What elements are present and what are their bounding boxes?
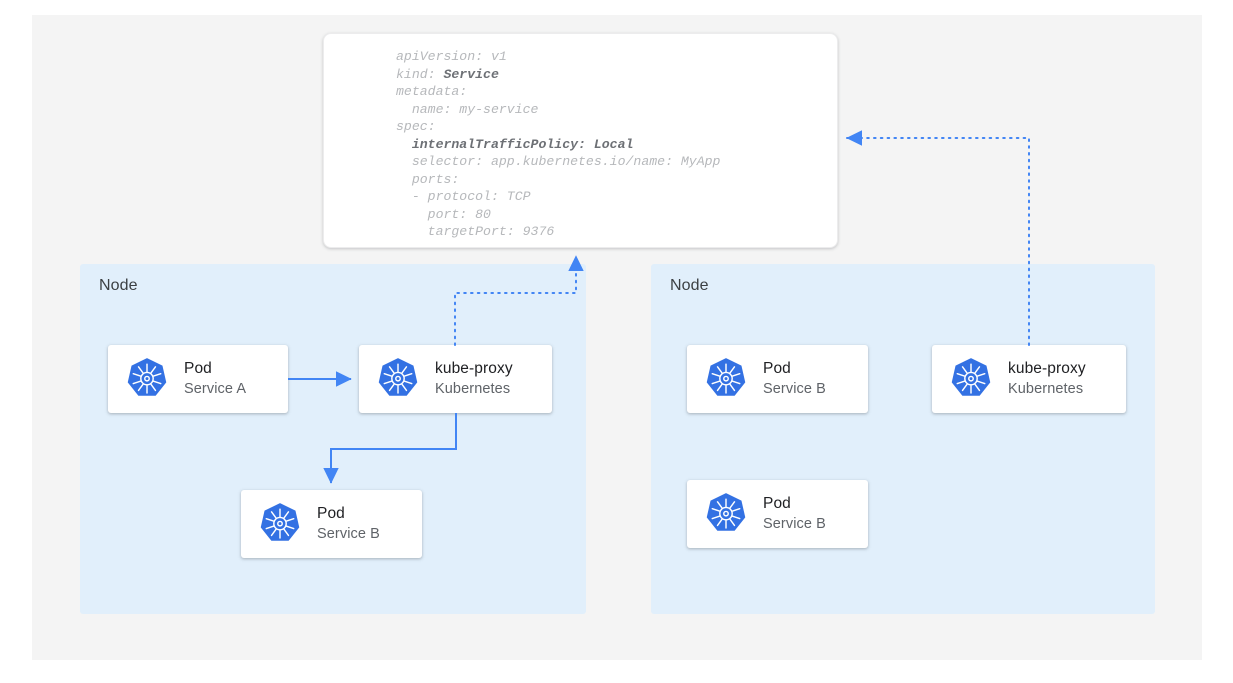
node-container-left: Node bbox=[80, 264, 586, 614]
card-subtitle: Service B bbox=[763, 381, 826, 397]
kubernetes-icon bbox=[703, 356, 749, 402]
card-subtitle: Kubernetes bbox=[1008, 381, 1084, 397]
card-title: Pod bbox=[317, 505, 345, 522]
service-manifest-card: apiVersion: v1 kind: Service metadata: n… bbox=[323, 33, 838, 248]
node-label: Node bbox=[99, 277, 138, 294]
card-title: Pod bbox=[763, 360, 791, 377]
card-pod-service-b-right-2[interactable]: Pod Service B bbox=[687, 480, 868, 548]
kubernetes-icon bbox=[703, 491, 749, 537]
card-pod-service-a[interactable]: Pod Service A bbox=[108, 345, 288, 413]
card-kube-proxy-right[interactable]: kube-proxy Kubernetes bbox=[932, 345, 1126, 413]
card-title: kube-proxy bbox=[1008, 360, 1086, 377]
card-title: kube-proxy bbox=[435, 360, 513, 377]
node-container-right: Node bbox=[651, 264, 1155, 614]
node-label: Node bbox=[670, 277, 709, 294]
card-title: Pod bbox=[184, 360, 212, 377]
card-pod-service-b-left[interactable]: Pod Service B bbox=[241, 490, 422, 558]
kubernetes-icon bbox=[257, 501, 303, 547]
kubernetes-icon bbox=[124, 356, 170, 402]
card-title: Pod bbox=[763, 495, 791, 512]
card-pod-service-b-right-1[interactable]: Pod Service B bbox=[687, 345, 868, 413]
kubernetes-icon bbox=[948, 356, 994, 402]
card-subtitle: Service A bbox=[184, 381, 247, 397]
kubernetes-icon bbox=[375, 356, 421, 402]
card-subtitle: Service B bbox=[763, 516, 826, 532]
card-subtitle: Kubernetes bbox=[435, 381, 511, 397]
card-kube-proxy-left[interactable]: kube-proxy Kubernetes bbox=[359, 345, 552, 413]
service-manifest-code: apiVersion: v1 kind: Service metadata: n… bbox=[396, 49, 721, 239]
card-subtitle: Service B bbox=[317, 526, 380, 542]
